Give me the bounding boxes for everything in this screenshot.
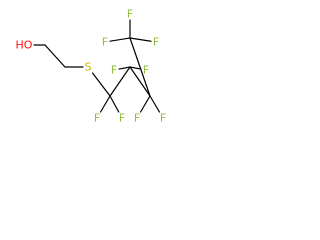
bond-c6-f7 — [109, 37, 131, 42]
atom-label-s: S — [85, 61, 92, 74]
bond-c3-f1 — [99, 95, 111, 113]
bond-c3-c4 — [109, 66, 131, 97]
atom-label-f5: F — [134, 112, 140, 125]
atom-label-oh: HO — [16, 39, 33, 52]
atom-label-f1: F — [94, 112, 100, 125]
bond-c5-f6 — [149, 95, 161, 113]
bond-c1-c2 — [44, 44, 66, 68]
bond-c3-f2 — [109, 95, 120, 113]
bonds — [33, 19, 161, 113]
atom-label-f4: F — [143, 64, 149, 77]
atom-label-f6: F — [160, 112, 166, 125]
bond-c5-c6 — [129, 37, 151, 97]
bond-c4-c5 — [129, 66, 151, 97]
bond-s-c3 — [91, 72, 111, 97]
atom-label-f7: F — [102, 36, 108, 49]
bond-c5-f5 — [139, 95, 151, 113]
bond-c4-f3 — [118, 66, 131, 70]
bond-c6-f9 — [129, 37, 152, 42]
atom-label-f8: F — [127, 8, 133, 21]
atom-label-f9: F — [153, 36, 159, 49]
bond-c4-f4 — [129, 66, 142, 70]
atom-label-f3: F — [111, 64, 117, 77]
atom-label-f2: F — [119, 112, 125, 125]
